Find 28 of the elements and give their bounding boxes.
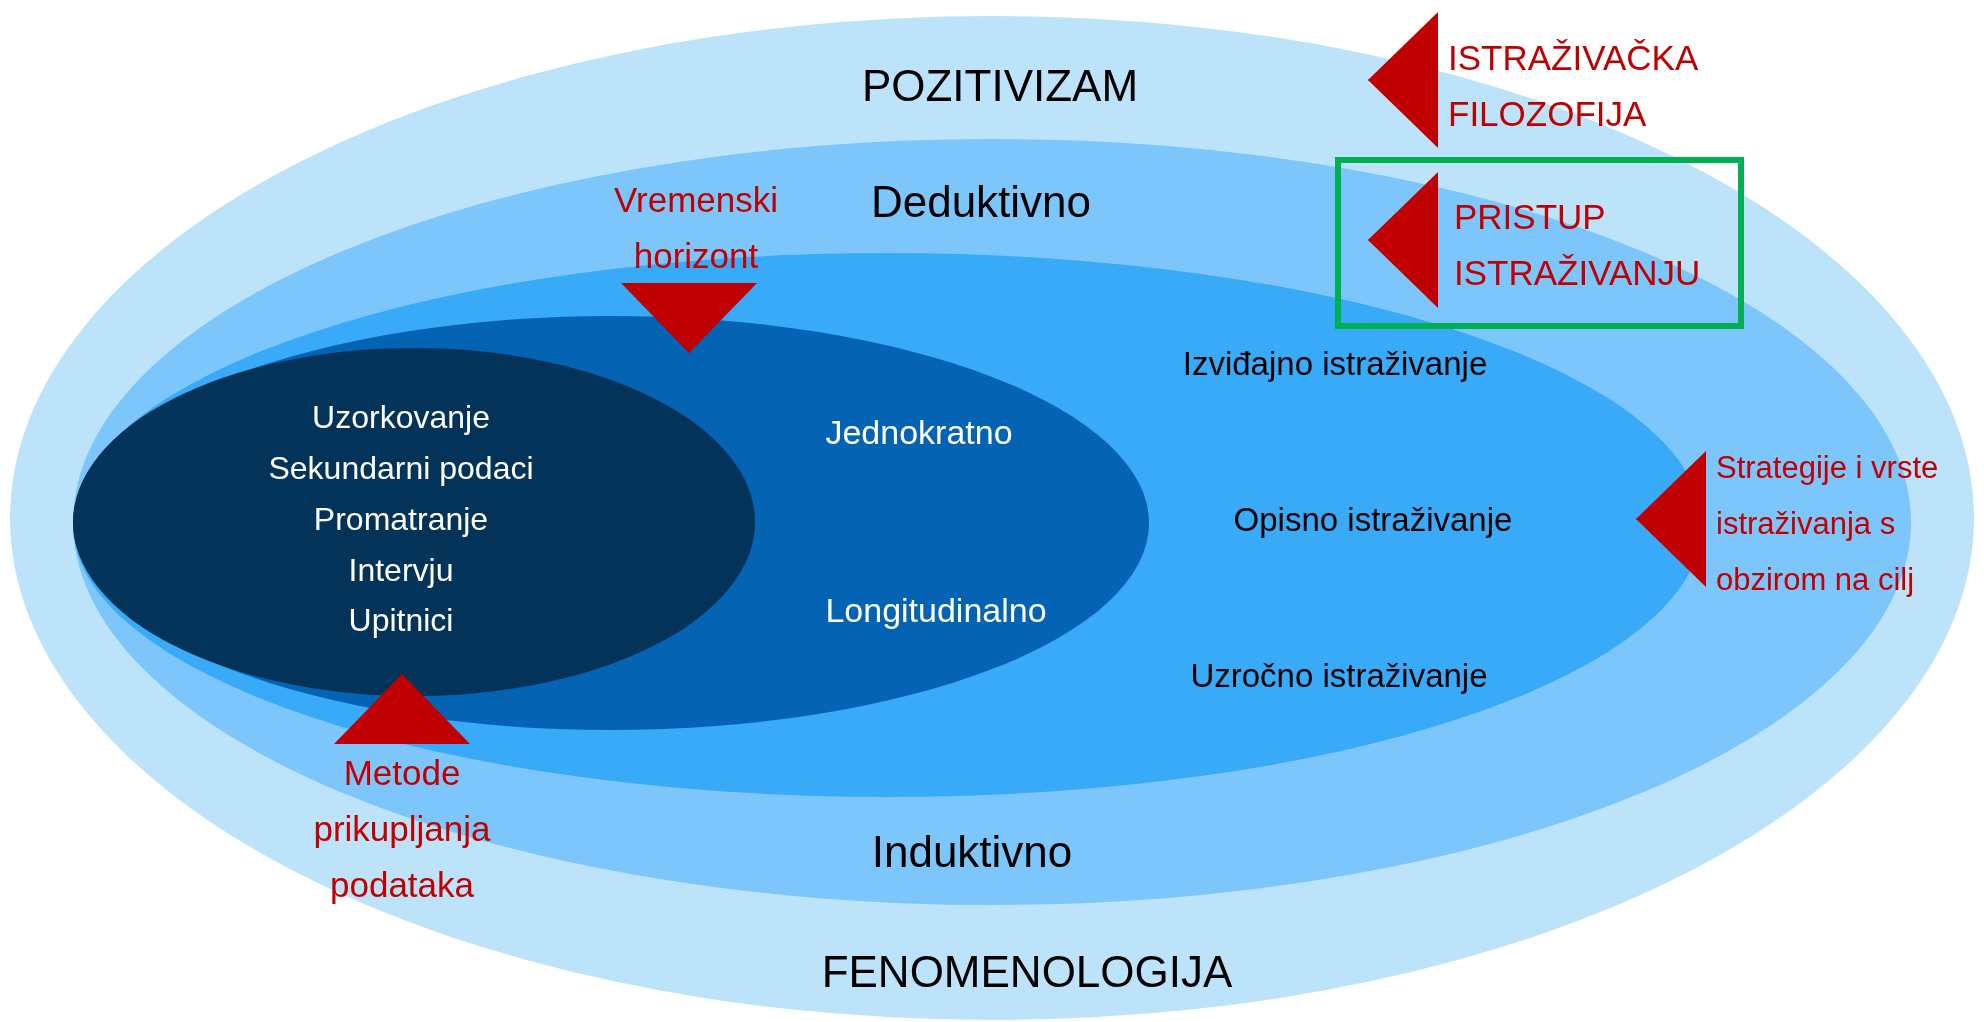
callout-label: ISTRAŽIVAČKA FILOZOFIJA (1448, 30, 1758, 145)
layer-label: Deduktivno (870, 177, 1092, 227)
arrow (1367, 12, 1438, 148)
callout-label: Vremenski horizont (576, 172, 816, 287)
onion-layer (10, 16, 1974, 1020)
layer-label: Izviđajno istraživanje (1182, 345, 1488, 383)
layer-label: Longitudinalno (825, 592, 1047, 630)
arrow (1635, 451, 1706, 587)
onion-layer (73, 348, 755, 696)
arrow (621, 283, 757, 354)
layer-label: Uzorkovanje (312, 400, 490, 436)
callout-label: Metode prikupljanja podataka (262, 745, 542, 915)
layer-label: Opisno istraživanje (1233, 501, 1513, 539)
layer-label: Promatranje (313, 502, 489, 538)
callout-label: PRISTUP ISTRAŽIVANJU (1454, 189, 1746, 309)
highlight-frame (1335, 157, 1744, 329)
callout-label: Strategije i vrste istraživanja s obzirom na cilj (1704, 440, 1982, 610)
layer-label: Uzročno istraživanje (1190, 657, 1488, 695)
layer-label: FENOMENOLOGIJA (821, 947, 1233, 997)
arrow (334, 673, 470, 744)
layer-label: Jednokratno (825, 414, 1013, 452)
layer-label: Sekundarni podaci (268, 451, 534, 487)
layer-label: Induktivno (871, 827, 1073, 877)
layer-label: Upitnici (348, 603, 454, 639)
layer-label: Intervju (348, 553, 454, 589)
onion-layer (73, 316, 1149, 730)
layer-label: POZITIVIZAM (861, 61, 1139, 111)
arrow (1367, 172, 1438, 308)
